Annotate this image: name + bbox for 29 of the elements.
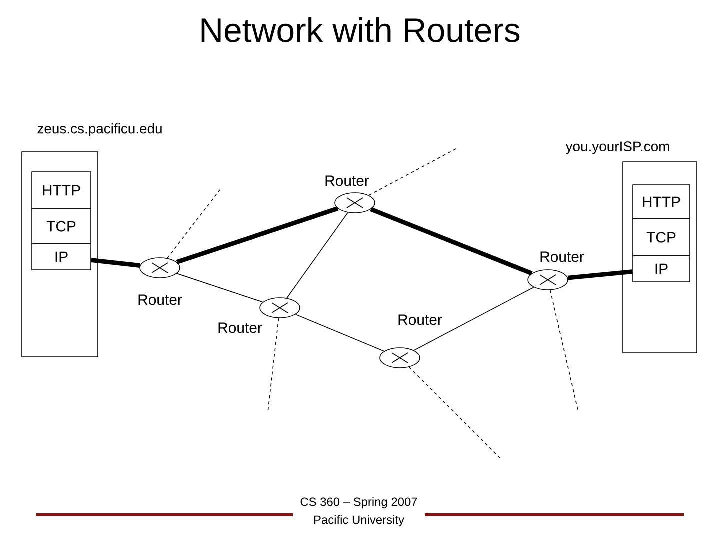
link-line [370, 207, 533, 276]
host-name: you.yourISP.com [566, 142, 670, 154]
footer-text: Pacific University [314, 515, 404, 527]
router-label: Router [398, 314, 442, 326]
protocol-layer-box: IP [632, 256, 690, 282]
link-line [368, 148, 458, 196]
protocol-layer-box: IP [32, 244, 92, 270]
router-label: Router [540, 252, 584, 262]
protocol-layer-box: HTTP [632, 184, 690, 220]
footer-text: CS 360 – Spring 2007 [300, 497, 418, 509]
link-line [568, 270, 633, 280]
link-line [176, 273, 264, 303]
router-label: Router [138, 294, 182, 306]
link-line [167, 190, 220, 259]
protocol-layer-box: TCP [632, 218, 690, 256]
protocol-layer-box: TCP [32, 208, 92, 244]
link-line [91, 258, 140, 268]
router-label: Router [326, 176, 370, 186]
link-line [414, 287, 534, 351]
router-label: Router [218, 322, 262, 334]
link-line [408, 366, 500, 458]
link-line [295, 314, 385, 352]
link-line [176, 206, 339, 264]
link-line [268, 318, 280, 412]
link-line [550, 290, 578, 410]
host-name: zeus.cs.pacificu.edu [38, 124, 162, 136]
link-line [286, 212, 348, 299]
title: Network with Routers [202, 18, 520, 42]
protocol-layer-box: HTTP [32, 172, 92, 210]
